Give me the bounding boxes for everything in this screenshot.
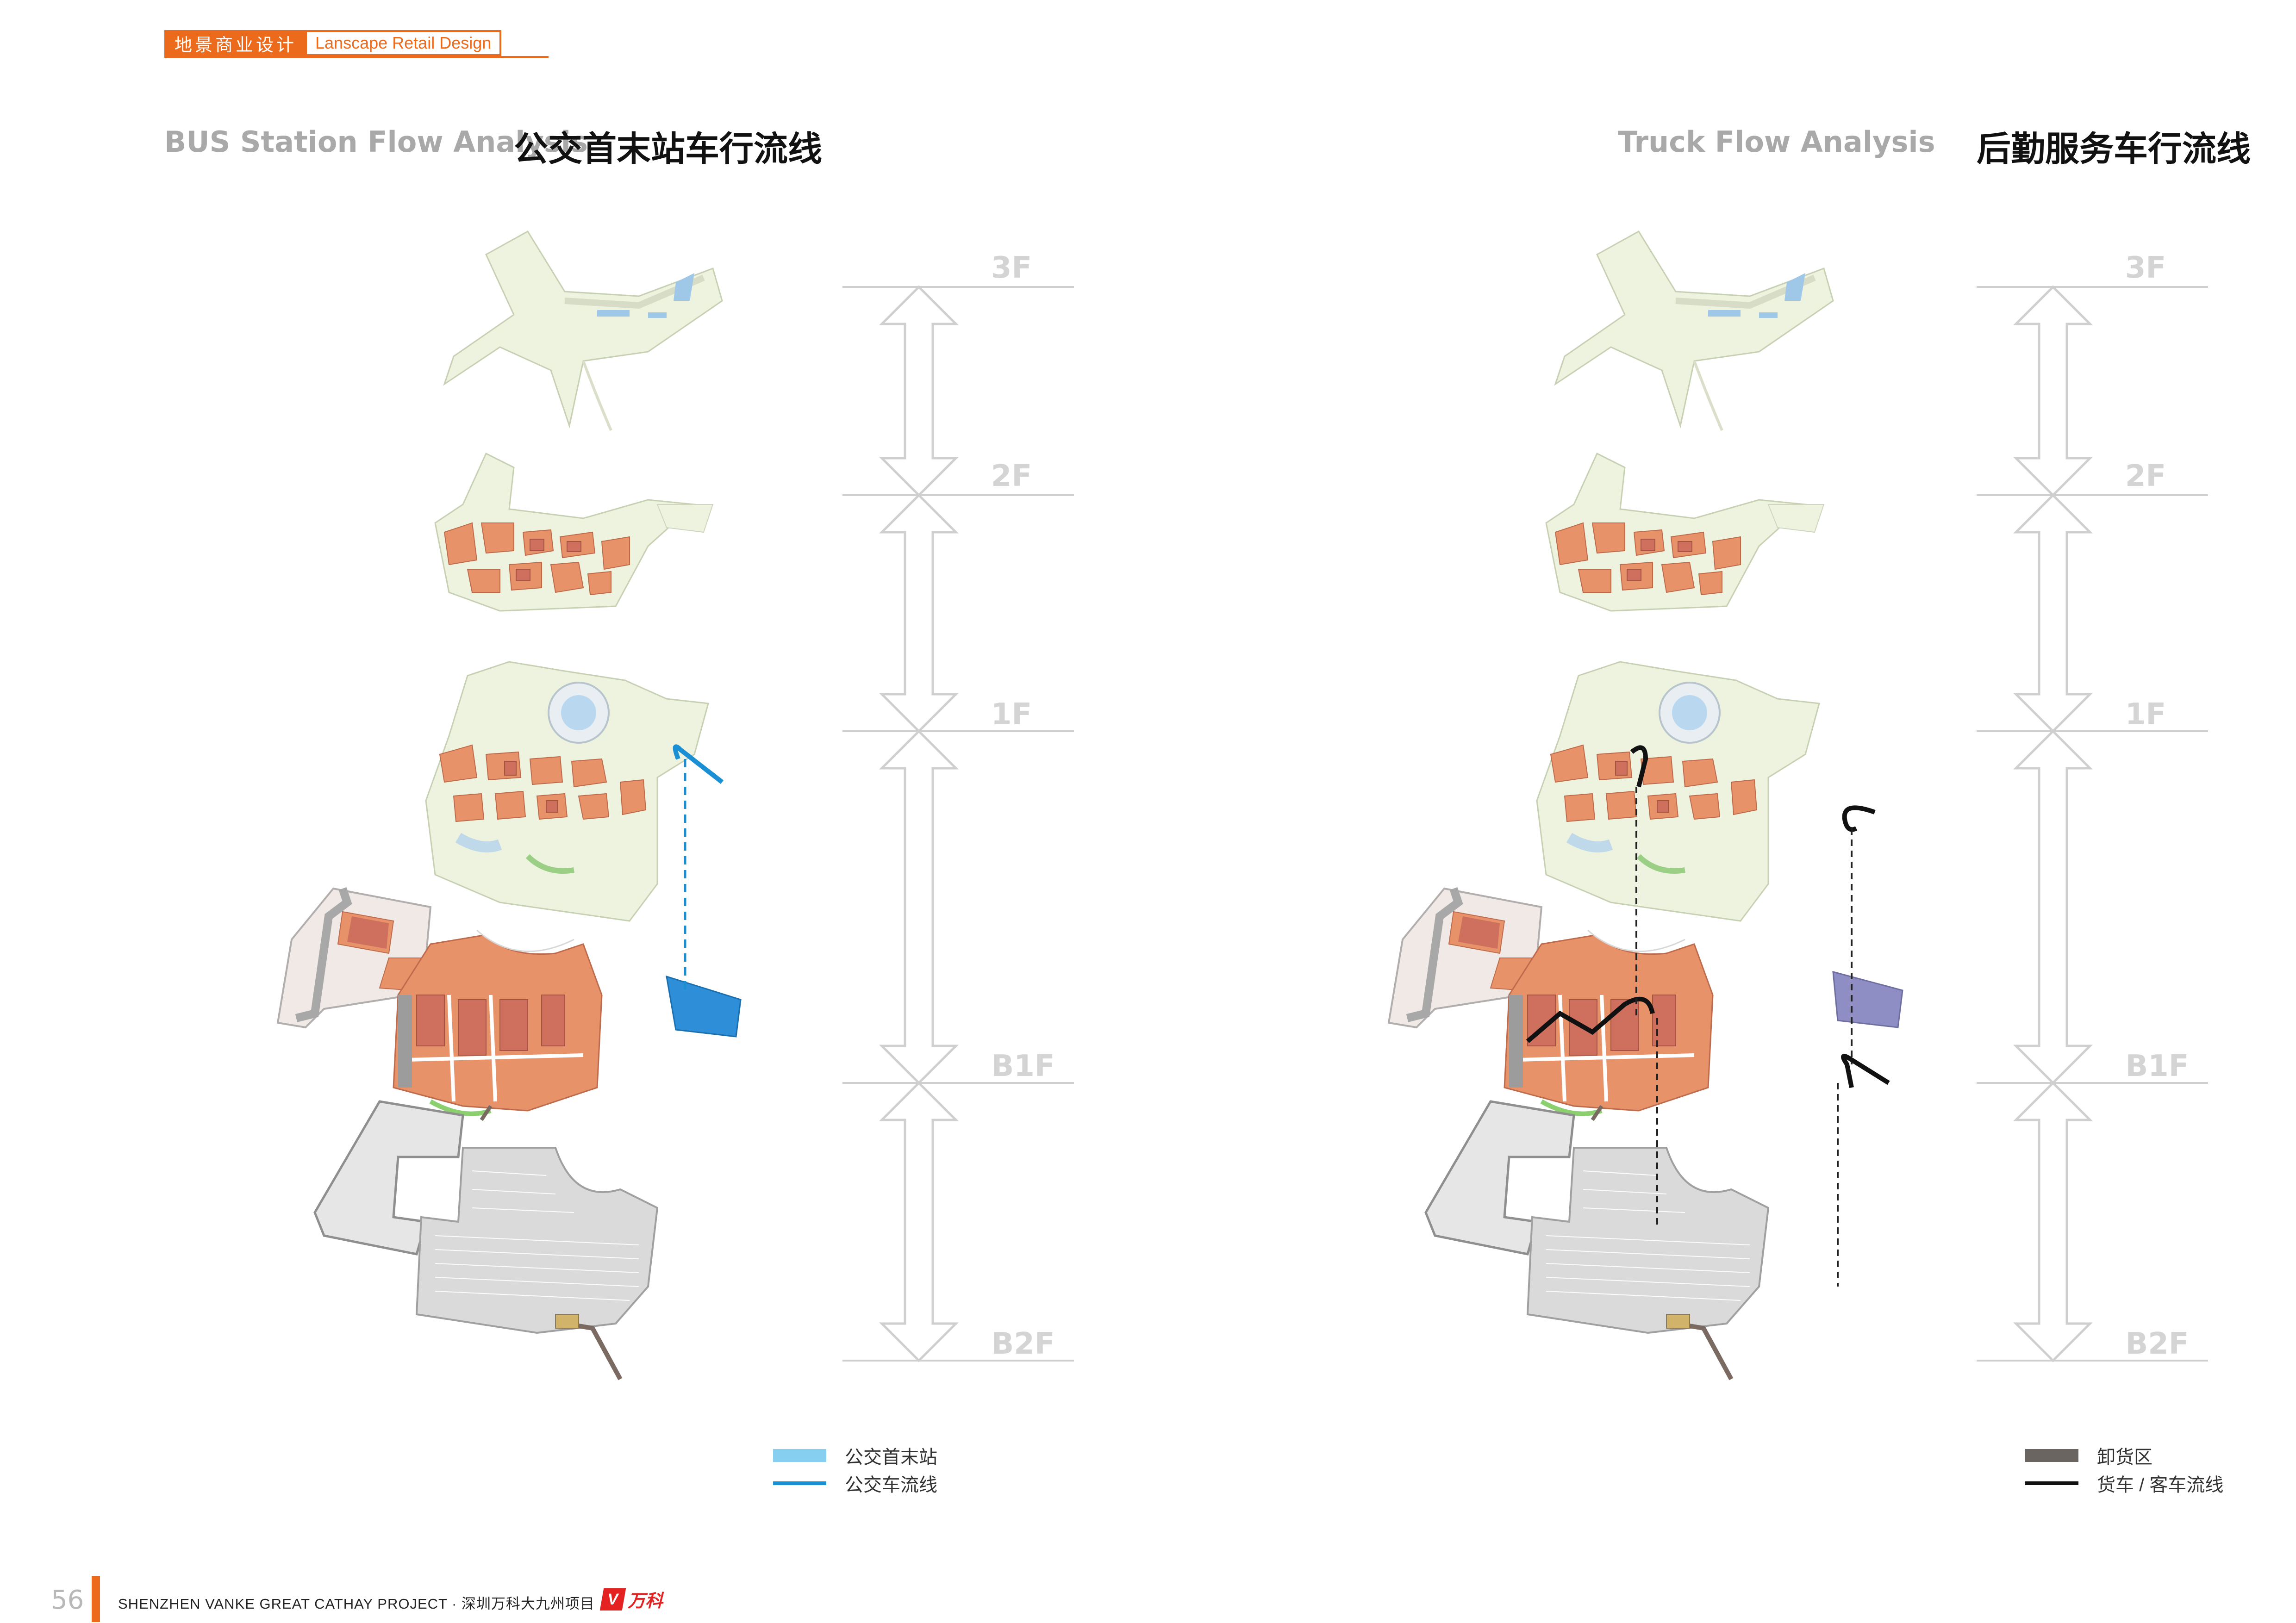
legend-item: 卸货区	[2025, 1442, 2223, 1469]
legend-label: 货车 / 客车流线	[2097, 1475, 2224, 1495]
right-title-en: Truck Flow Analysis	[1618, 125, 1935, 159]
right-legend: 卸货区 货车 / 客车流线	[2025, 1442, 2223, 1497]
truck-flow-lines	[1526, 745, 1890, 1088]
right-floor-label-b2f: B2F	[2125, 1327, 2189, 1361]
right-floor-label-2f: 2F	[2125, 459, 2166, 493]
left-title-cn: 公交首末站车行流线	[514, 129, 822, 169]
legend-label: 公交首末站	[845, 1447, 937, 1468]
right-floor-label-b1f: B1F	[2125, 1049, 2189, 1083]
left-floor-label-3f: 3F	[991, 251, 1032, 285]
legend-swatch-unload	[2025, 1449, 2078, 1462]
legend-swatch-bus-line	[773, 1481, 826, 1485]
left-title-en: BUS Station Flow Analysis	[164, 125, 588, 159]
right-title-cn: 后勤服务车行流线	[1977, 129, 2251, 169]
unloading-area	[1832, 970, 1903, 1028]
page-number: 56	[51, 1585, 84, 1615]
truck-flow-vertical	[1635, 787, 1853, 1287]
left-floor-scale	[842, 287, 1074, 1361]
vanke-logo-text: 万科	[628, 1592, 663, 1611]
legend-label: 公交车流线	[845, 1475, 937, 1495]
header-rule	[164, 56, 549, 58]
left-floor-label-2f: 2F	[991, 459, 1032, 493]
header-en: Lanscape Retail Design	[307, 30, 502, 56]
footer-accent-bar	[92, 1576, 100, 1622]
legend-item: 货车 / 客车流线	[2025, 1469, 2223, 1497]
legend-swatch-bus-station	[773, 1449, 826, 1462]
legend-swatch-truck-line	[2025, 1481, 2078, 1485]
right-floor-label-1f: 1F	[2125, 697, 2166, 732]
left-floor-label-b1f: B1F	[991, 1049, 1054, 1083]
left-floor-label-b2f: B2F	[991, 1327, 1054, 1361]
left-floor-plans	[278, 231, 742, 1379]
header-cn: 地景商业设计	[164, 30, 307, 56]
right-floor-scale	[1977, 287, 2208, 1361]
left-floor-label-1f: 1F	[991, 697, 1032, 732]
legend-item: 公交车流线	[773, 1469, 937, 1497]
right-floor-plans	[1389, 231, 1903, 1379]
footer-project: SHENZHEN VANKE GREAT CATHAY PROJECT · 深圳…	[118, 1596, 595, 1612]
right-floor-label-3f: 3F	[2125, 251, 2166, 285]
vanke-logo: V 万科	[599, 1586, 663, 1612]
vanke-logo-icon: V	[599, 1588, 626, 1611]
legend-label: 卸货区	[2097, 1447, 2152, 1468]
header-tag: 地景商业设计 Lanscape Retail Design	[164, 30, 502, 56]
bus-station-area	[666, 975, 742, 1038]
legend-item: 公交首末站	[773, 1442, 937, 1469]
bus-flow-line	[673, 744, 724, 784]
left-legend: 公交首末站 公交车流线	[773, 1442, 937, 1497]
